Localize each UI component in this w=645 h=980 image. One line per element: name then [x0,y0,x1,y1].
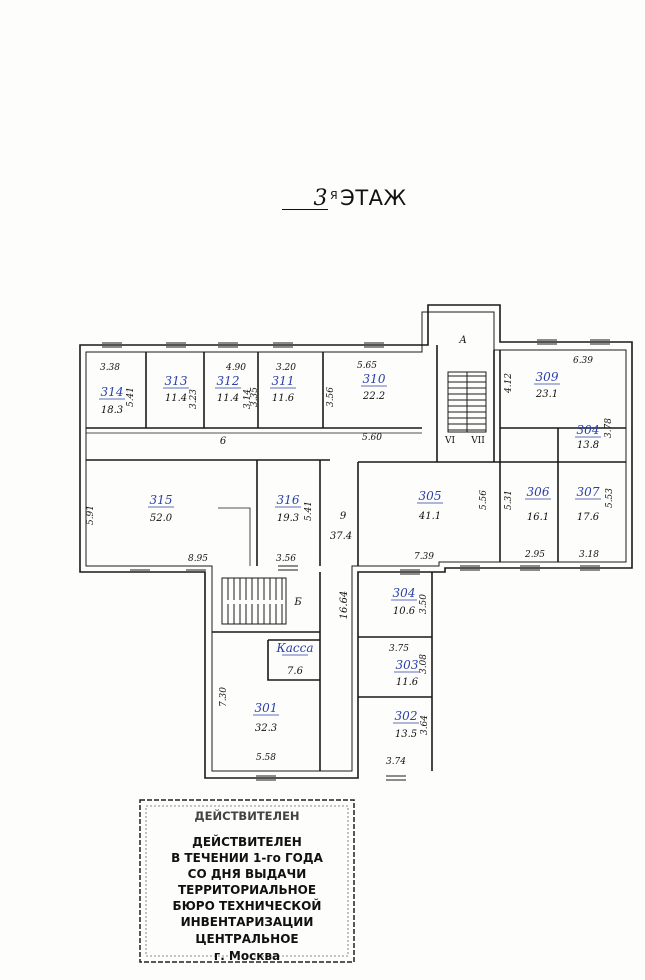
corridor-label-c9: 9 [340,511,347,522]
room-number-r311: 311 [272,374,295,388]
room-number-r307: 307 [577,485,600,499]
roman-label-vi: VI [444,436,455,446]
room-area-r301: 32.3 [255,723,277,734]
dimension-label: 6.39 [573,356,593,366]
room-area-r312: 11.4 [217,393,239,404]
room-area-r306: 16.1 [527,512,549,523]
room-number-r314: 314 [101,385,124,399]
corridor-label-c9area: 37.4 [330,531,352,542]
room-area-r316: 19.3 [277,513,299,524]
room-number-r304b: 304 [393,586,416,600]
wall-315-inner [218,507,251,566]
stamp-line: ТЕРРИТОРИАЛЬНОЕ [178,883,316,897]
corridor-label-stairs-b: Б [293,597,302,608]
floor-suffix: Я [330,189,339,202]
dimension-label: 3.35 [250,387,260,407]
corridor-label-c6: 6 [220,436,227,447]
room-area-r309: 23.1 [535,389,558,400]
dimension-label: 3.78 [604,418,614,438]
room-number-r310: 310 [363,372,386,386]
corridor-labels: 6 9 37.4 А Б 16.64 VI VII [220,335,485,619]
roman-label-vii: VII [470,436,485,446]
stamp-line: ДЕЙСТВИТЕЛЕН [192,834,302,849]
room-area-r304b: 10.6 [393,606,416,617]
room-number-r313: 313 [165,374,188,388]
room-number-r302: 302 [395,709,418,723]
walls [79,304,633,779]
dimension-label: 5.53 [605,488,615,508]
room-number-r305: 305 [419,489,442,503]
inner-wall-shell [85,311,627,772]
dimension-label: 3.18 [579,550,599,560]
dimension-label: 7.39 [414,552,434,562]
room-area-r305: 41.1 [418,511,441,522]
room-area-r307: 17.6 [577,512,600,523]
dimension-label: 4.12 [504,373,514,394]
dimension-label: 4.90 [225,363,246,373]
room-number-r309: 309 [536,370,559,384]
dimension-label: 3.38 [100,363,120,373]
room-number-r304a: 304 [577,423,600,437]
dimension-labels: 3.38 5.41 3.23 4.90 3.143.35 3.20 3.56 5.65 6.39… [86,356,615,767]
dimension-label: 5.41 [126,387,136,407]
dimension-label: 3.74 [386,757,406,767]
room-area-r304a: 13.8 [577,440,599,451]
dimension-label: 8.95 [188,554,208,564]
corridor-label-stairs-a: А [458,335,467,346]
stair-treads [227,372,486,624]
stamp-line: СО ДНЯ ВЫДАЧИ [188,867,307,881]
dimension-label: 5.56 [479,490,489,510]
dimension-label: 5.65 [357,361,377,371]
stamp-line: ЦЕНТРАЛЬНОЕ [195,932,298,946]
room-labels: 314 18.3 313 11.4 312 11.4 311 11.6 310 22.2 309 23… [99,370,601,740]
dimension-label: 5.58 [256,753,276,763]
room-area-r310: 22.2 [362,391,385,402]
dimension-label: 3.56 [276,554,296,564]
stamp-ghost-line: ДЕЙСТВИТЕЛЕН [194,808,299,823]
room-area-r314: 18.3 [101,405,123,416]
floor-number: 3 [282,188,328,210]
windows [102,339,610,781]
dimension-label: 5.60 [362,433,382,443]
stamp-line: г. Москва [214,949,280,963]
dimension-label: 7.30 [219,687,229,707]
dimension-label: 5.31 [504,490,514,510]
dimension-label: 5.91 [86,505,96,525]
dimension-label: 3.56 [326,387,336,407]
stair-b-flight [221,577,287,625]
room-number-r303: 303 [396,658,419,672]
room-area-r303: 11.6 [396,677,419,688]
bti-stamp: ДЕЙСТВИТЕЛЕН ДЕЙСТВИТЕЛЕН В ТЕЧЕНИИ 1-го … [139,799,355,963]
dimension-label: 3.64 [420,715,430,735]
dimension-label: 5.41 [304,501,314,521]
wall-kassa [267,639,320,681]
room-number-r316: 316 [277,493,300,507]
corridor-label-corr-b-area: 16.64 [339,591,350,620]
stamp-line: В ТЕЧЕНИИ 1-го ГОДА [171,851,323,865]
room-number-r301: 301 [255,701,278,715]
stamp-line: БЮРО ТЕХНИЧЕСКОЙ [173,898,322,913]
dimension-label: 3.50 [419,594,429,614]
room-number-r315: 315 [150,493,173,507]
room-area-r302: 13.5 [395,729,417,740]
dimension-label: 3.20 [276,363,296,373]
room-area-rkassa: 7.6 [287,666,304,677]
dimension-label: 3.08 [419,654,429,674]
outer-wall-main [79,304,633,779]
stamp-line: ИНВЕНТАРИЗАЦИИ [181,915,314,929]
room-number-rkassa: Касса [275,641,313,655]
room-number-r306: 306 [527,485,550,499]
dimension-label: 3.14 [243,389,253,409]
dimension-label: 2.95 [524,550,545,560]
floor-word: ЭТАЖ [340,186,407,210]
dimension-label: 3.75 [389,644,409,654]
room-number-r312: 312 [217,374,240,388]
room-area-r311: 11.6 [272,393,295,404]
dimension-label: 3.23 [189,389,199,409]
room-area-r315: 52.0 [150,513,173,524]
room-area-r313: 11.4 [165,393,187,404]
